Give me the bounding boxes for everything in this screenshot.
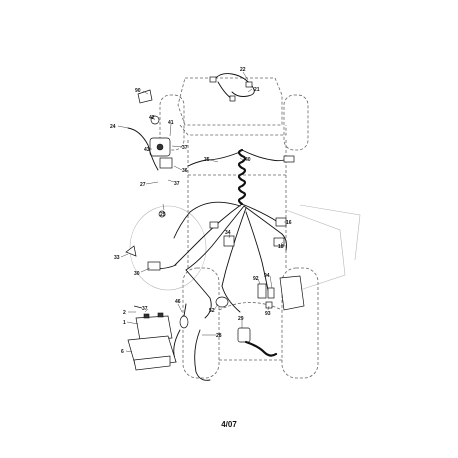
- headlight-harness: [209, 73, 255, 102]
- seat-switch-group: [273, 155, 295, 247]
- callout-33: 33: [114, 255, 120, 261]
- ignition-switch: [127, 89, 173, 171]
- callout-37-c: 37: [142, 306, 148, 312]
- battery-cable: [173, 329, 211, 381]
- callout-28: 28: [216, 333, 222, 339]
- starter-solenoid: [237, 327, 278, 357]
- callout-25: 25: [160, 212, 166, 218]
- callout-40: 40: [245, 157, 251, 163]
- callout-16: 16: [286, 220, 292, 226]
- page-number: 4/07: [221, 420, 237, 429]
- callout-41: 41: [168, 120, 174, 126]
- callout-36: 36: [182, 168, 188, 174]
- callout-22: 22: [240, 67, 246, 73]
- fuse-holder: [179, 296, 229, 329]
- callout-6: 6: [121, 349, 124, 355]
- left-connectors: [125, 210, 166, 271]
- callout-35: 35: [204, 157, 210, 163]
- callout-21: 21: [254, 87, 260, 93]
- main-harness: [151, 148, 291, 319]
- callout-37-a: 37: [182, 145, 188, 151]
- callout-18: 18: [278, 244, 284, 250]
- callout-92: 92: [253, 276, 259, 282]
- callout-2: 2: [123, 310, 126, 316]
- battery: [127, 305, 177, 371]
- callout-90: 90: [135, 88, 141, 94]
- callout-93: 93: [265, 311, 271, 317]
- leader-lines: [117, 71, 286, 353]
- callout-34: 34: [225, 230, 231, 236]
- callout-labels: 22 21 90 24 42 41 43 37 35 40 36 27 37 2…: [110, 67, 292, 355]
- callout-52: 52: [209, 308, 215, 314]
- callout-46: 46: [175, 299, 181, 305]
- callout-30: 30: [134, 271, 140, 277]
- callout-43: 43: [144, 147, 150, 153]
- callout-42: 42: [149, 115, 155, 121]
- callout-27: 27: [140, 182, 146, 188]
- callout-37-b: 37: [174, 181, 180, 187]
- callout-94: 94: [264, 273, 270, 279]
- callout-29: 29: [238, 316, 244, 322]
- relay: [209, 221, 235, 247]
- brake-switch-group: [257, 275, 305, 311]
- callout-24: 24: [110, 124, 116, 130]
- callout-1: 1: [123, 320, 126, 326]
